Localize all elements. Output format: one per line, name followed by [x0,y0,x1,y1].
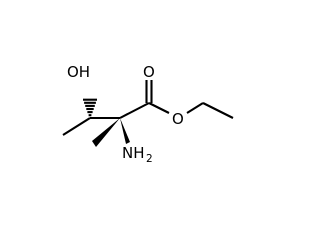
bond-methyl-chiral-carbon [62,117,91,136]
atom-label-amino: NH [122,144,145,162]
bond-alpha-carbon-to-carbonyl-carbon [119,102,150,119]
atom-label-ester-oxygen: O [172,110,184,128]
hashed-wedge-bond-hydroxyl [83,98,97,117]
bond-ethyl-ch2-to-ch3 [202,102,234,119]
atom-label-carbonyl-oxygen: O [143,63,155,81]
bond-carbonyl-carbon-to-ester-oxygen [148,102,170,114]
solid-wedge-bond-methyl [92,118,120,147]
bond-ester-oxygen-to-ethyl-ch2 [186,102,204,114]
solid-wedge-bond-amino [120,118,130,144]
molecule-structure-diagram: OH O O NH 2 [62,63,234,165]
atom-label-hydroxyl: OH [67,63,90,81]
atom-label-amino-subscript: 2 [146,153,153,165]
